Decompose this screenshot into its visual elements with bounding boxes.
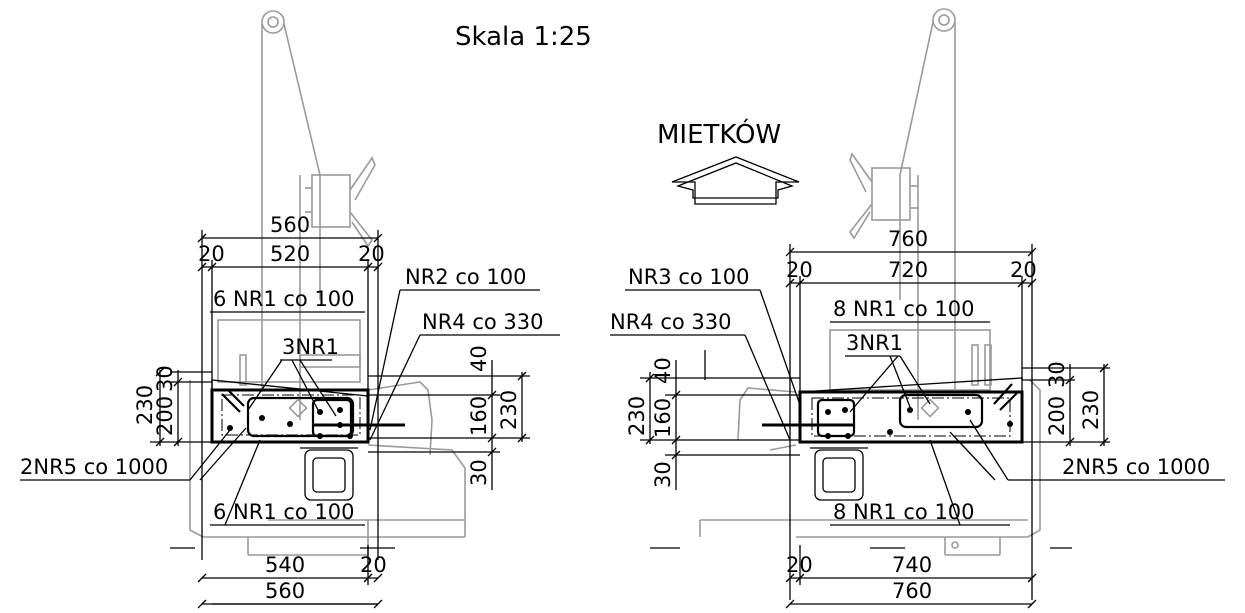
left-cap-outline [210, 388, 370, 444]
right-left-dimensions [640, 360, 800, 490]
right-section: 760 720 20 20 740 20 760 230 160 40 30 2… [610, 8, 1225, 609]
right-label-nr1-top: 8 NR1 co 100 [833, 297, 975, 321]
right-dim-cover-bottom: 20 [786, 553, 813, 577]
right-right-dimensions [1022, 363, 1110, 447]
right-label-nr1-bottom: 8 NR1 co 100 [833, 500, 975, 524]
left-dim-cover-top-right: 20 [358, 242, 385, 266]
left-leaders [20, 289, 560, 549]
direction-label: MIETKÓW [657, 118, 781, 150]
left-dim-height-top: 30 [153, 365, 177, 392]
arrow-up-outline-icon [671, 156, 800, 205]
right-bottom-dimensions [785, 545, 1037, 609]
left-label-nr4: NR4 co 330 [422, 310, 544, 334]
right-leaders [610, 289, 1225, 549]
right-label-nr5: 2NR5 co 1000 [1062, 455, 1210, 479]
left-channel-profile [300, 447, 358, 501]
left-label-nr2: NR2 co 100 [405, 265, 527, 289]
right-deck-context [699, 329, 1041, 556]
right-dim-right-inner: 200 [1045, 396, 1069, 436]
right-dim-right-total: 230 [1079, 390, 1103, 430]
right-dim-total-top: 760 [888, 227, 928, 251]
scale-title: Skala 1:25 [455, 22, 592, 52]
left-dim-total-top: 560 [270, 213, 310, 237]
right-cap-outline [798, 390, 1024, 444]
right-dim-right-top: 30 [1045, 361, 1069, 388]
right-dim-inner-top: 720 [888, 258, 928, 282]
right-top-dimensions [785, 244, 1037, 600]
left-dim-right-total: 230 [497, 390, 521, 430]
right-label-nr4: NR4 co 330 [610, 310, 732, 334]
right-dim-left-top: 40 [651, 357, 675, 384]
left-lighting-pole [261, 10, 376, 420]
left-reinforcement [221, 389, 405, 439]
right-dim-cover-top-left: 20 [786, 258, 813, 282]
left-dim-right-top: 40 [467, 345, 491, 372]
left-label-nr1-top: 6 NR1 co 100 [213, 287, 355, 311]
right-dim-inner-bottom: 740 [892, 553, 932, 577]
left-dim-cover-bottom: 20 [360, 553, 387, 577]
left-dim-inner-top: 520 [270, 242, 310, 266]
left-section: 560 520 20 20 540 20 560 230 200 30 40 1… [20, 10, 560, 609]
left-label-nr5: 2NR5 co 1000 [20, 455, 168, 479]
left-dim-right-inner: 160 [467, 396, 491, 436]
left-right-dimensions [368, 360, 530, 490]
left-deck-context [189, 319, 466, 556]
right-dim-total-bottom: 760 [892, 579, 932, 603]
right-reinforcement [762, 383, 1019, 439]
right-channel-profile [810, 447, 868, 501]
left-dim-inner-bottom: 540 [265, 553, 305, 577]
right-dim-left-inner: 160 [651, 398, 675, 438]
left-bottom-dimensions [197, 545, 383, 609]
right-dim-cover-top-right: 20 [1010, 258, 1037, 282]
right-lighting-pole [849, 8, 956, 420]
left-side-dimensions [150, 367, 212, 447]
left-label-3nr1: 3NR1 [282, 335, 339, 359]
left-dim-cover-top-left: 20 [198, 242, 225, 266]
left-dim-total-bottom: 560 [265, 579, 305, 603]
left-dim-right-bottom: 30 [467, 459, 491, 486]
right-dim-left-total: 230 [625, 396, 649, 436]
left-dim-height-inner: 200 [153, 396, 177, 436]
right-label-nr3: NR3 co 100 [628, 265, 750, 289]
left-label-nr1-bottom: 6 NR1 co 100 [213, 500, 355, 524]
right-dim-left-bottom: 30 [651, 461, 675, 488]
right-cap-axis [811, 397, 1011, 437]
left-dim-height: 230 [133, 385, 157, 425]
right-label-3nr1: 3NR1 [846, 331, 903, 355]
